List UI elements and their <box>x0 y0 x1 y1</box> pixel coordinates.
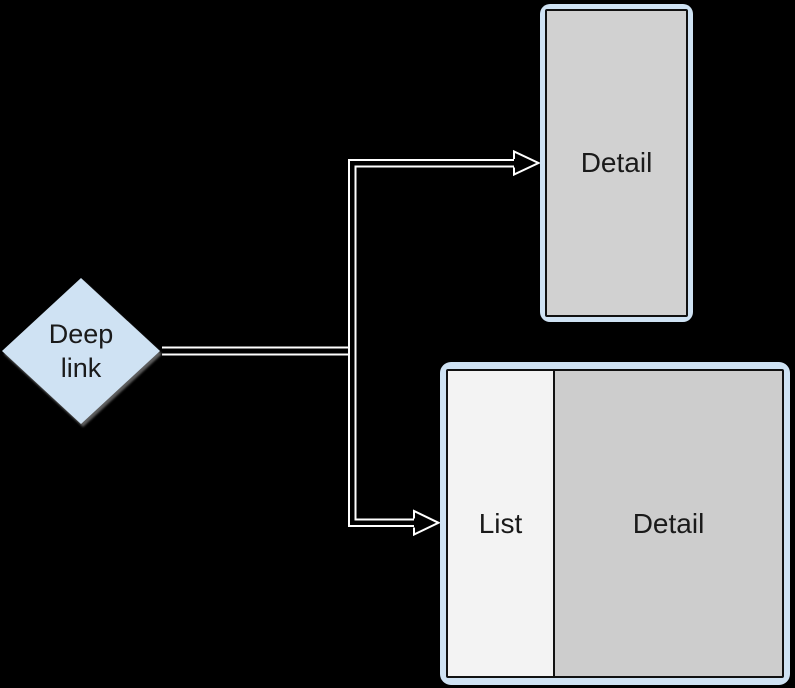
tablet-device: List Detail <box>440 362 790 685</box>
tablet-screen: List Detail <box>446 369 784 678</box>
deep-link-label-line2: link <box>60 353 102 383</box>
connector-inner-outline <box>354 165 514 521</box>
deep-link-diamond-wrap: Deep link <box>2 278 160 424</box>
tablet-detail-label: Detail <box>632 507 705 539</box>
deep-link-label-line1: Deep <box>48 319 114 349</box>
phone-device: Detail <box>540 4 693 322</box>
tablet-detail-pane: Detail <box>555 371 782 676</box>
arrowhead-to-phone-icon <box>513 149 541 177</box>
tablet-list-pane: List <box>448 371 555 676</box>
phone-detail-label: Detail <box>580 147 653 178</box>
connector-outer-outline <box>348 159 514 527</box>
deep-link-diamond: Deep link <box>2 278 160 424</box>
phone-detail-pane: Detail <box>545 9 688 317</box>
arrowhead-to-tablet-icon <box>413 509 441 537</box>
tablet-list-label: List <box>478 507 523 539</box>
